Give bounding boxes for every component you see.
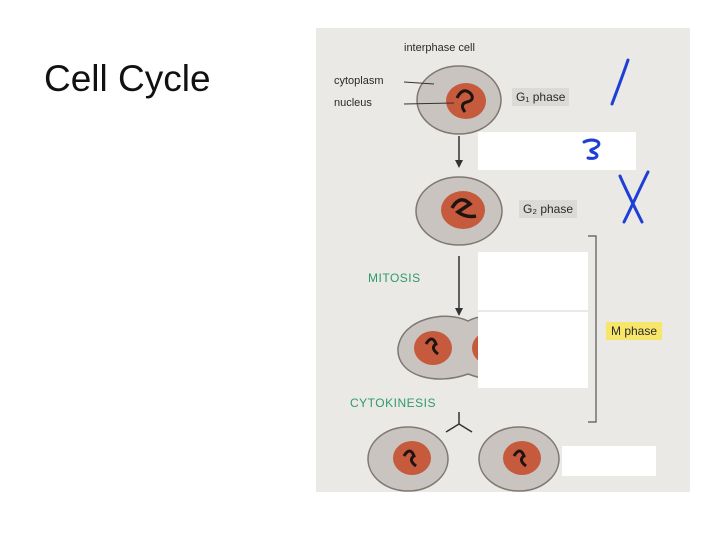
mphase-bracket [588,236,596,422]
cytokinesis-label: CYTOKINESIS [350,396,436,410]
mitosis-label: MITOSIS [368,271,421,285]
arrow-1-head [455,160,463,168]
blank-box-s [478,132,636,170]
cytoplasm-label: cytoplasm [334,75,384,87]
arrow-2-head [455,308,463,316]
arrow-3-left [446,424,459,432]
g1-cell [417,66,501,134]
blank-box-mitosis [478,252,588,310]
mphase-label: M phase [606,322,662,340]
nucleus-label: nucleus [334,97,372,109]
daughter-cell-left [368,427,448,491]
g2-cell [416,177,502,245]
daughter-cell-right [479,427,559,491]
slide-title: Cell Cycle [44,58,211,100]
g1-phase-label: G₁ phase [512,88,569,106]
g2-phase-label: G₂ phase [519,200,577,218]
blank-box-bottom [562,446,656,476]
cell-cycle-figure: interphase cell cytoplasm nucleus G₁ pha… [316,28,690,492]
arrow-3-right [459,424,472,432]
blank-box-m [478,312,588,388]
interphase-label: interphase cell [404,42,475,54]
